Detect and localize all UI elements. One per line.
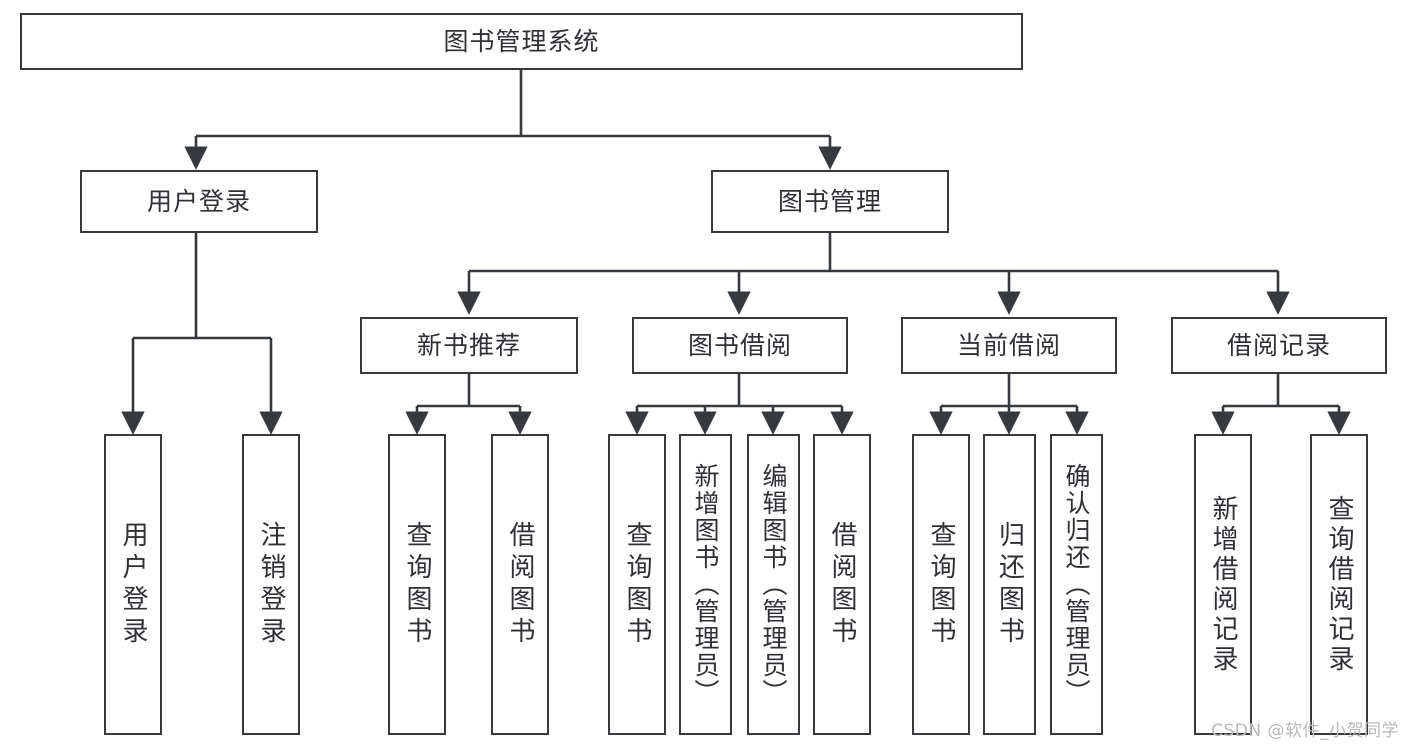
node-user-login-label: 用户登录 [146,186,251,216]
node-borrow-record[interactable]: 借阅记录 [1171,317,1387,374]
node-root-label: 图书管理系统 [443,26,600,56]
node-root[interactable]: 图书管理系统 [20,13,1023,70]
node-leaf-query-book-2-label: 查询图书 [622,520,652,649]
node-leaf-borrow-book-2-label: 借阅图书 [827,520,857,649]
node-leaf-user-login[interactable]: 用户登录 [104,434,162,735]
node-leaf-query-book-3[interactable]: 查询图书 [912,434,970,735]
node-leaf-add-book-label: 新增图书（管理员） [691,463,720,706]
node-leaf-query-book-3-label: 查询图书 [926,520,956,649]
node-borrow-record-label: 借阅记录 [1226,330,1331,360]
node-leaf-add-book[interactable]: 新增图书（管理员） [679,434,732,735]
node-leaf-return-book[interactable]: 归还图书 [983,434,1036,735]
node-book-borrow[interactable]: 图书借阅 [632,317,848,374]
node-current-borrow[interactable]: 当前借阅 [901,317,1117,374]
node-leaf-borrow-book-1-label: 借阅图书 [505,520,535,649]
node-leaf-confirm-return-label: 确认归还（管理员） [1062,463,1091,706]
node-user-login[interactable]: 用户登录 [80,170,318,233]
node-leaf-add-record[interactable]: 新增借阅记录 [1194,434,1252,735]
node-new-book-rec-label: 新书推荐 [416,330,521,360]
node-current-borrow-label: 当前借阅 [956,330,1061,360]
node-book-borrow-label: 图书借阅 [687,330,792,360]
node-leaf-borrow-book-2[interactable]: 借阅图书 [813,434,871,735]
node-book-manage-label: 图书管理 [777,186,882,216]
node-leaf-logout[interactable]: 注销登录 [242,434,300,735]
node-new-book-rec[interactable]: 新书推荐 [360,317,578,374]
node-leaf-query-record[interactable]: 查询借阅记录 [1310,434,1368,735]
node-leaf-query-book-1[interactable]: 查询图书 [388,434,446,735]
node-leaf-add-record-label: 新增借阅记录 [1208,494,1238,675]
node-leaf-edit-book-label: 编辑图书（管理员） [759,463,788,706]
node-leaf-return-book-label: 归还图书 [994,520,1025,649]
node-leaf-edit-book[interactable]: 编辑图书（管理员） [747,434,800,735]
csdn-watermark: CSDN @软件_小贺同学 [1211,721,1399,741]
node-leaf-user-login-label: 用户登录 [118,520,148,649]
node-leaf-query-book-2[interactable]: 查询图书 [608,434,666,735]
node-leaf-query-book-1-label: 查询图书 [402,520,432,649]
node-leaf-borrow-book-1[interactable]: 借阅图书 [491,434,549,735]
node-leaf-confirm-return[interactable]: 确认归还（管理员） [1050,434,1103,735]
node-leaf-logout-label: 注销登录 [256,520,286,649]
node-leaf-query-record-label: 查询借阅记录 [1324,494,1354,675]
node-book-manage[interactable]: 图书管理 [711,170,949,233]
